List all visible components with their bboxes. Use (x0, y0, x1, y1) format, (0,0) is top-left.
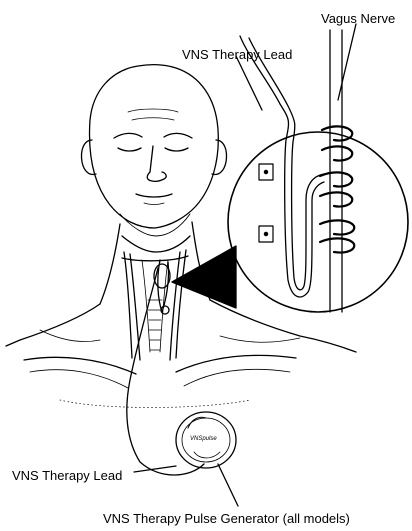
label-pulse-generator: VNS Therapy Pulse Generator (all models) (103, 512, 350, 525)
magnification-pointer (172, 246, 236, 308)
head-illustration (81, 65, 226, 236)
neck-lead-illustration (127, 260, 204, 475)
label-vagus-nerve: Vagus Nerve (321, 12, 395, 25)
label-therapy-lead-upper: VNS Therapy Lead (182, 48, 292, 61)
neck-illustration (6, 222, 356, 408)
magnified-inset (228, 24, 408, 312)
label-therapy-lead-lower: VNS Therapy Lead (12, 469, 122, 482)
generator-marking: VNSpulse (190, 436, 217, 442)
pulse-generator-illustration (134, 412, 238, 506)
